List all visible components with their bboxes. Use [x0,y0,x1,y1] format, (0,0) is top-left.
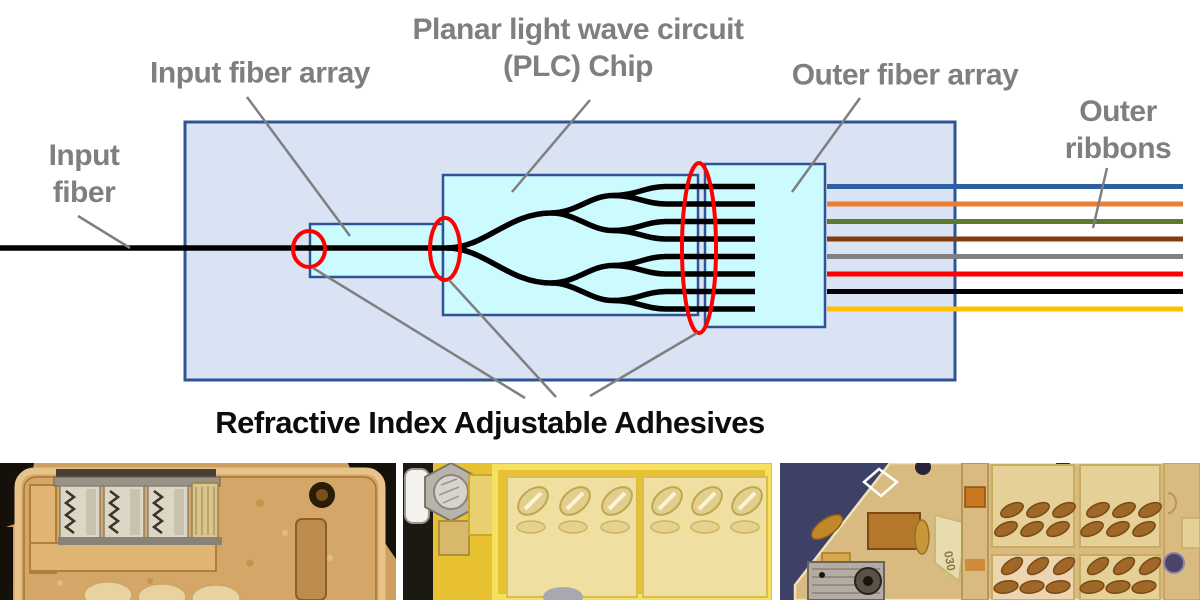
diagram-canvas [0,96,1183,400]
leader-adhesive-3 [589,331,698,398]
split2-branch [550,280,614,304]
adhesive-marker-1 [291,229,327,269]
photo3-hole-1 [915,463,931,475]
photo1-gold-bracket [29,542,217,572]
photo3-wedge: 030 [934,513,968,583]
leader-input-fiber-array [245,96,352,237]
leader-outer-ribbons [1091,167,1109,229]
photo3-copper-chip [867,512,921,550]
photo3-right-edge-details [1163,463,1200,600]
photo1-gold-ridge [295,518,327,600]
leader-adhesive-1 [312,266,526,400]
photo3-amber-segment [964,486,986,508]
photo-yellow-module [403,463,772,600]
photo1-bottom-pads [83,581,241,600]
label-outer-ribbons: Outer ribbons [1065,93,1172,167]
photo-gold-module [0,463,396,600]
leader-input-fiber [77,214,131,250]
photo2-lower-pads [516,520,760,534]
label-input-fiber: Input fiber [49,137,120,211]
photo3-vert-ellipse [914,519,930,555]
split3-output [612,262,755,277]
photo3-amber-segment-2 [965,559,985,571]
photo2-connector [468,474,494,536]
photo1-chip-array [58,482,222,545]
plc-splitter-diagram: Input fiber Input fiber array Planar lig… [0,11,1183,440]
label-plc-chip: Planar light wave circuit (PLC) Chip [413,11,744,85]
photo1-dark-bar [56,469,216,479]
leader-outer-fiber-array [790,97,862,193]
photo3-metal-block [807,561,885,600]
split2-branch [550,210,614,234]
split3-output [612,297,755,312]
photo-navy-module: 030 [780,463,1200,600]
photo3-gold-bar [821,552,851,563]
photo2-tan-block [438,520,470,556]
label-plc-chip-line1: Planar light wave circuit [412,13,744,46]
adhesive-markers [291,161,718,335]
label-input-fiber-line1: Input [48,139,120,172]
label-outer-ribbons-line2: ribbons [1064,132,1172,165]
adhesive-marker-2 [428,216,462,282]
photo3-marking: 030 [941,550,958,572]
leader-adhesive-2 [448,279,557,398]
photo3-fiber-slots [993,501,1162,595]
split3-output [612,192,755,207]
outer-fiber-array-box [703,162,827,329]
leader-plc-chip [511,99,591,193]
split3-output [612,227,755,242]
caption-adhesives: Refractive Index Adjustable Adhesives [215,405,765,440]
label-input-fiber-line2: fiber [52,176,116,209]
photo3-white-diamond [862,467,900,498]
label-outer-ribbons-line1: Outer [1079,95,1157,128]
label-plc-chip-line2: (PLC) Chip [503,50,653,83]
photo3-gold-ellipse [810,514,844,540]
outer-ribbon-lines [827,184,1183,312]
label-input-fiber-array: Input fiber array [150,56,370,90]
adhesive-marker-3 [680,161,718,335]
photo2-gray-blob [543,587,583,600]
fiber-splitter-tree [0,183,755,312]
photo1-hole-inner [316,489,328,501]
photo3-vertical-rail [961,463,989,600]
photo2-guide-highlights [523,491,757,511]
label-outer-fiber-array: Outer fiber array [791,58,1019,92]
leader-lines [77,96,1109,400]
photo1-dark-edge [0,527,13,600]
